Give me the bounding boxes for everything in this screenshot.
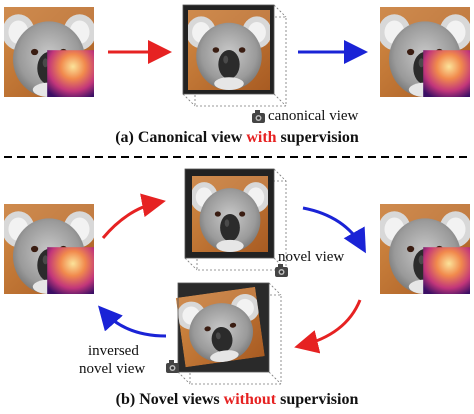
volume-cube-canonical <box>182 4 287 107</box>
inversed-label-line2: novel view <box>79 361 146 377</box>
caption-a-highlight: with <box>246 129 277 146</box>
arrow-novel-volume-to-output <box>302 206 366 254</box>
arrow-inversed-volume-to-input <box>98 305 167 338</box>
caption-b: (b) Novel views without supervision <box>0 392 474 408</box>
camera-icon <box>166 360 179 373</box>
novel-view-label: novel view <box>278 249 345 265</box>
caption-b-suffix: supervision <box>276 391 359 408</box>
arrow-input-to-novel-volume <box>101 193 166 239</box>
caption-b-prefix: (b) Novel views <box>115 391 224 408</box>
canonical-view-label: canonical view <box>268 108 359 124</box>
volume-cube-inversed-novel-view <box>175 282 282 385</box>
volume-cube-novel-view <box>184 168 287 271</box>
camera-icon <box>252 110 265 123</box>
camera-icon <box>275 264 288 277</box>
caption-b-highlight: without <box>223 391 277 408</box>
inversed-label-line1: inversed <box>88 343 139 359</box>
caption-a-suffix: supervision <box>276 129 359 146</box>
caption-a: (a) Canonical view with supervision <box>0 130 474 146</box>
caption-a-prefix: (a) Canonical view <box>115 129 247 146</box>
arrow-output-to-inversed-volume <box>294 299 362 354</box>
